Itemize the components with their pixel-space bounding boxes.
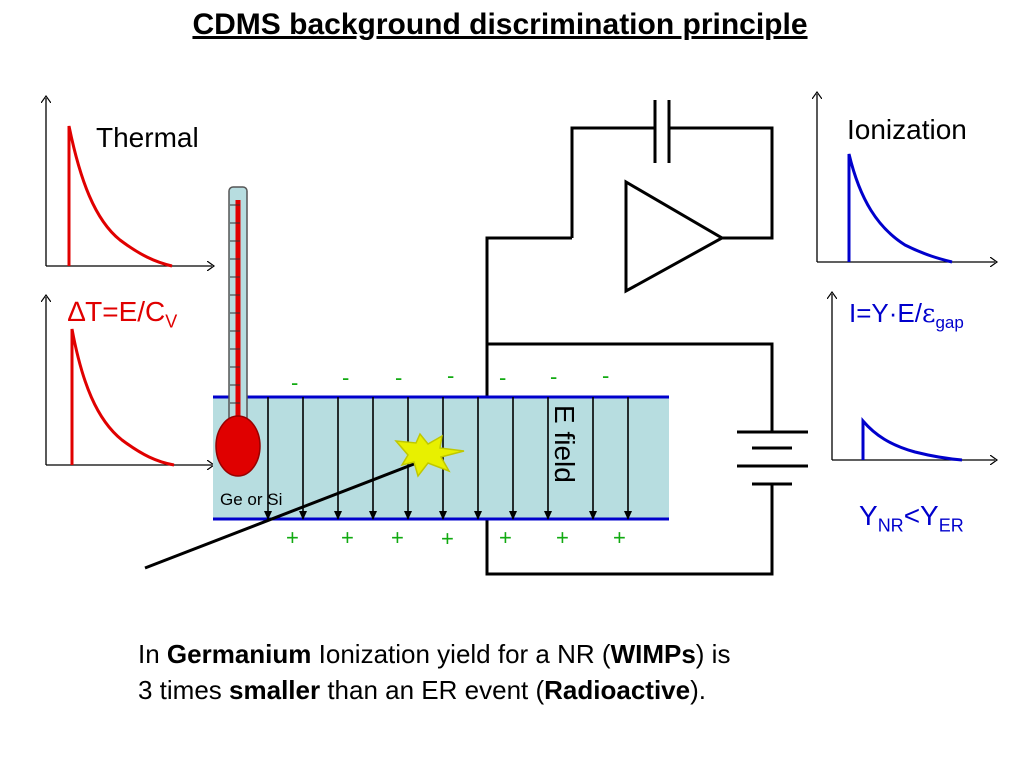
plus-charge: + <box>613 525 626 550</box>
thermal-top-pulse <box>67 125 173 268</box>
delta-t-formula: ∆T=E/CV <box>68 296 177 333</box>
interaction-flash <box>394 432 465 478</box>
caption-text: ). <box>690 675 706 705</box>
minus-charge: - <box>291 370 299 395</box>
minus-charge: - <box>395 365 403 390</box>
yield-lt: <Y <box>903 500 939 531</box>
thermal-bottom-pulse <box>70 328 175 467</box>
caption-line-2: 3 times smaller than an ER event (Radioa… <box>138 672 730 708</box>
plus-charge: + <box>556 525 569 550</box>
caption-bold: Germanium <box>166 639 312 669</box>
caption-text: In <box>138 639 167 669</box>
capacitor <box>653 100 671 163</box>
caption-text: ) is <box>695 639 731 669</box>
plus-charge: + <box>391 525 404 550</box>
caption-text: than an ER event ( <box>320 675 545 705</box>
minus-charge: - <box>550 364 558 389</box>
thermal-plot-top <box>46 98 212 266</box>
particle-track <box>144 455 433 570</box>
ionization-label: Ionization <box>847 114 967 145</box>
yield-sub1: NR <box>877 515 904 536</box>
plus-charge: + <box>286 525 299 550</box>
delta-t-sub: V <box>165 311 178 332</box>
slide-title: CDMS background discrimination principle <box>192 8 808 41</box>
plus-charge: + <box>341 525 354 550</box>
ionization-plot-bottom <box>832 294 995 460</box>
caption-bold: smaller <box>229 675 321 705</box>
thermal-plot-bottom <box>46 297 212 465</box>
caption-text: Ionization yield for a NR ( <box>311 639 611 669</box>
caption-text: 3 times <box>138 675 230 705</box>
amplifier <box>624 179 726 294</box>
ion-bottom-pulse <box>861 416 963 462</box>
minus-charge: - <box>447 363 455 388</box>
caption-bold: Radioactive <box>544 675 691 705</box>
caption-bold: WIMPs <box>610 639 696 669</box>
yield-sub2: ER <box>938 515 964 536</box>
yield-relation: YNR<YER <box>859 500 964 537</box>
plus-charge: + <box>441 526 454 551</box>
minus-charge: - <box>342 365 350 390</box>
field-lines <box>264 397 632 520</box>
thermometer <box>215 186 261 477</box>
minus-charge: - <box>602 363 610 388</box>
ion-formula: I=Y·E/εgap <box>849 298 964 333</box>
ion-top-pulse <box>847 153 953 264</box>
battery <box>737 430 808 486</box>
ion-sub: gap <box>935 313 964 333</box>
ion-formula-text: I=Y·E/ <box>849 298 922 328</box>
thermometer-bulb <box>215 415 261 477</box>
plus-charge: + <box>499 525 512 550</box>
yield-y1: Y <box>859 500 878 531</box>
efield-label: E field <box>549 405 580 483</box>
caption: In Germanium Ionization yield for a NR (… <box>138 636 730 708</box>
ionization-plot-top <box>817 94 995 262</box>
material-label: Ge or Si <box>220 490 283 509</box>
thermal-label: Thermal <box>96 122 199 153</box>
minus-charge: - <box>499 365 507 390</box>
delta-t-text: ∆T=E/C <box>68 296 166 327</box>
caption-line-1: In Germanium Ionization yield for a NR (… <box>138 636 730 672</box>
circuit-wires <box>485 126 774 576</box>
ion-eps: ε <box>921 299 936 329</box>
